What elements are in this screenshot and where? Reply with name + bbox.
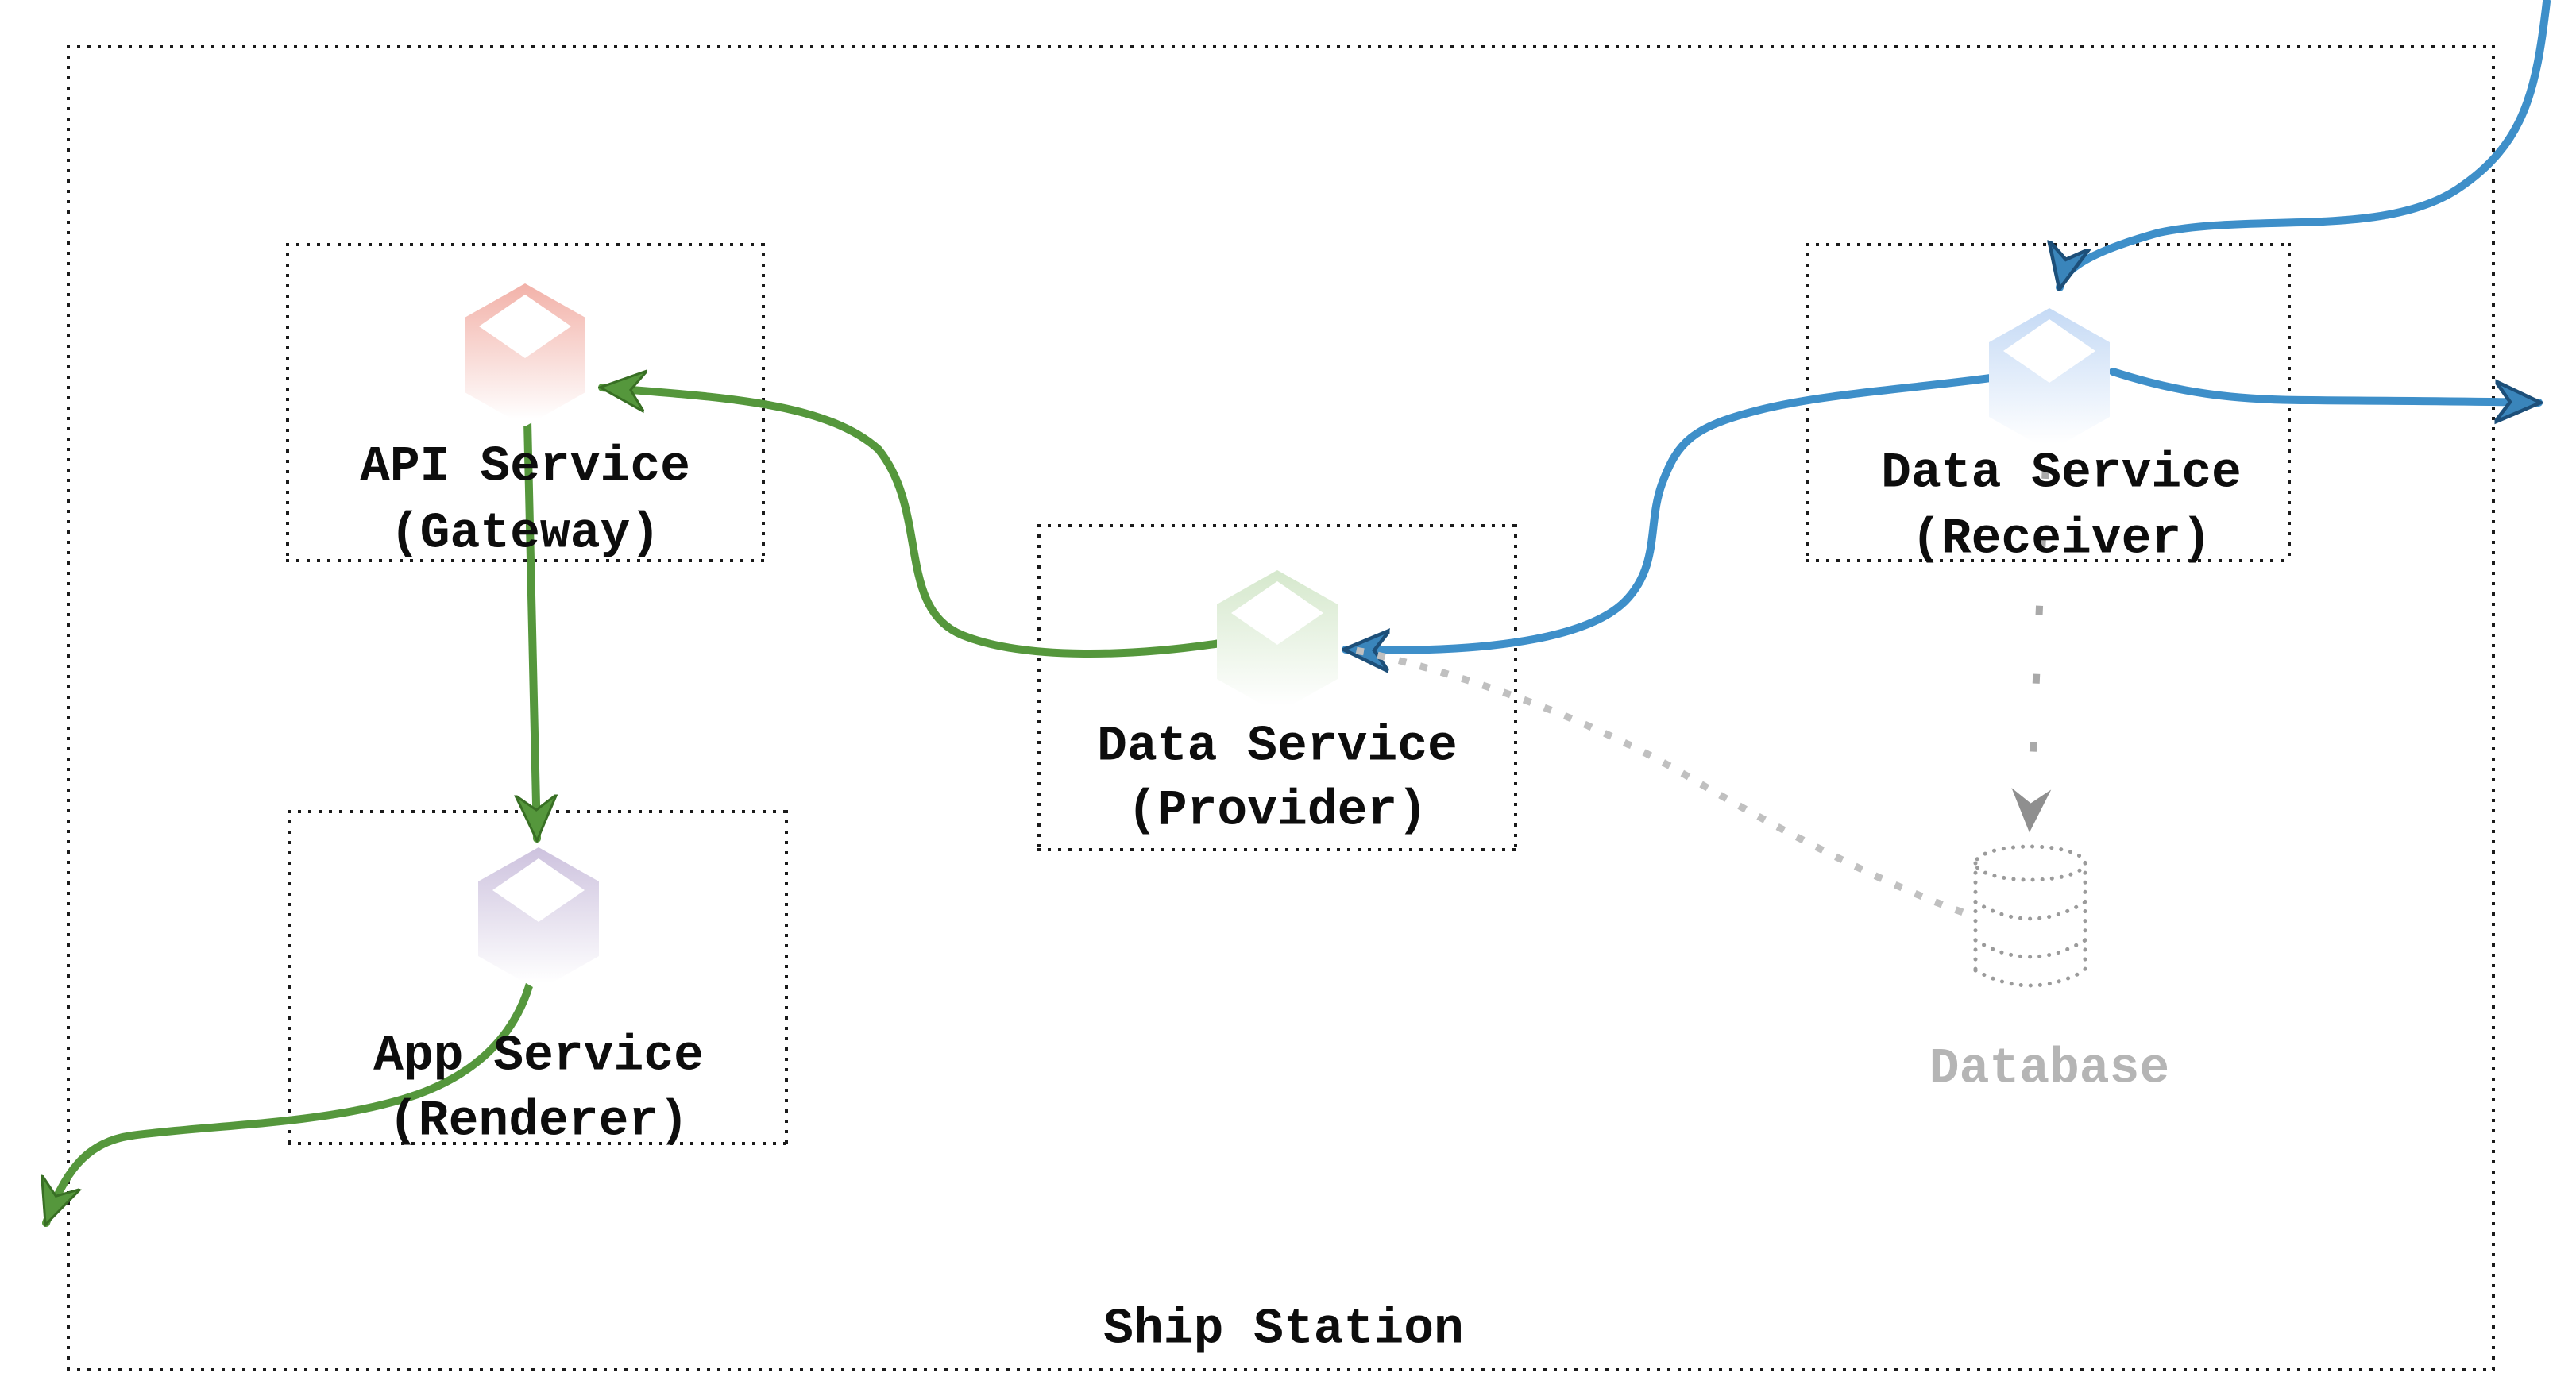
database-label: Database (1929, 1040, 2170, 1097)
app-renderer-box-icon (478, 847, 599, 990)
api-gateway-label-line2: (Gateway) (389, 505, 661, 562)
data-receiver-label-line2: (Receiver) (1910, 511, 2212, 568)
edge-provider-to-api (602, 388, 1224, 658)
edge-receiver-to-provider (1346, 374, 1995, 650)
api-gateway-box-icon (465, 283, 585, 426)
data-provider-box-icon (1217, 570, 1338, 713)
data-provider-label-line2: (Provider) (1126, 782, 1428, 839)
edge-receiver-to-offscreen-right (2109, 368, 2539, 403)
edge-receiver-to-database (2011, 400, 2053, 833)
edge-app-to-offscreen-bottom-left (46, 939, 541, 1223)
ship-station-title: Ship Station (1103, 1301, 1464, 1358)
app-renderer-label-line1: App Service (373, 1028, 704, 1085)
edge-inbound-to-receiver (2060, 0, 2551, 287)
edge-api-to-app (527, 417, 537, 839)
data-receiver-label-line1: Data Service (1881, 445, 2242, 502)
data-receiver-box-icon (1989, 308, 2110, 451)
database-cylinder-icon (1973, 844, 2087, 988)
app-renderer-label-line2: (Renderer) (388, 1093, 689, 1150)
data-provider-label-line1: Data Service (1097, 718, 1458, 775)
api-gateway-label-line1: API Service (360, 438, 690, 496)
edge-provider-to-database (1355, 646, 1975, 920)
